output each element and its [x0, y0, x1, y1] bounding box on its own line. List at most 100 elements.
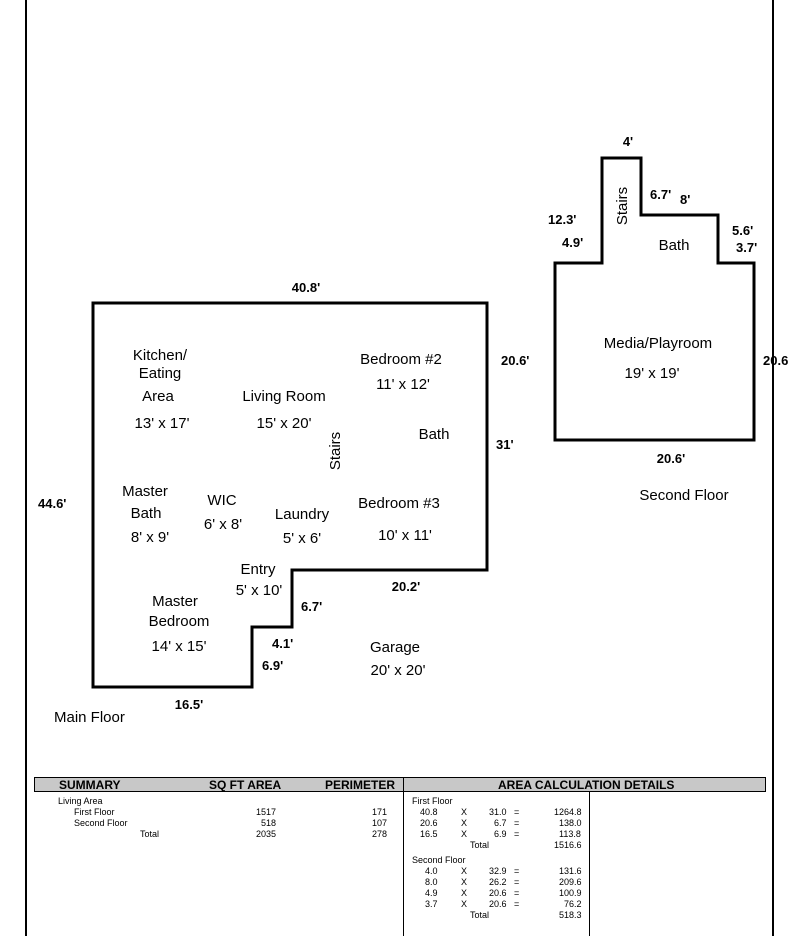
media-playroom-label: Media/Playroom [604, 335, 712, 352]
kitchen-label-3: Area [142, 388, 174, 405]
calc-b: 6.7 [494, 818, 507, 828]
second-dim-right-step-small: 3.7' [736, 240, 757, 255]
calc-b: 20.6 [489, 888, 507, 898]
calc-result: 113.8 [559, 829, 581, 839]
living-room-size: 15' x 20' [257, 415, 312, 432]
main-dim-left: 44.6' [38, 496, 66, 511]
kitchen-label-1: Kitchen/ [133, 347, 188, 364]
calc-x: X [461, 866, 468, 876]
bedroom3-size: 10' x 11' [378, 527, 432, 544]
entry-size: 5' x 10' [236, 582, 283, 599]
main-dim-right: 31' [496, 437, 514, 452]
second-stairs-label: Stairs [614, 187, 631, 225]
summary-row-total-name: Total [140, 829, 160, 839]
calc-eq: = [514, 866, 520, 876]
calc-a: 3.7 [425, 899, 438, 909]
calc-result: 138.0 [559, 818, 582, 828]
calc-x: X [461, 899, 468, 909]
calc-result: 131.6 [559, 866, 582, 876]
calc-eq: = [514, 818, 520, 828]
perimeter-header: PERIMETER [325, 778, 396, 792]
laundry-label: Laundry [275, 506, 330, 523]
calc-x: X [461, 877, 468, 887]
entry-label: Entry [240, 561, 276, 578]
media-playroom-size: 19' x 19' [625, 365, 680, 382]
laundry-size: 5' x 6' [283, 530, 321, 547]
summary-header-row: SUMMARY SQ FT AREA PERIMETER AREA CALCUL… [34, 777, 766, 792]
details-second-floor-title: Second Floor [412, 855, 466, 865]
calc-eq: = [514, 899, 520, 909]
second-floor-outline [553, 156, 756, 442]
second-dim-right-step: 6.7' [650, 187, 671, 202]
calc-eq: = [514, 888, 520, 898]
calc-result: 100.9 [559, 888, 582, 898]
main-dim-bottom: 16.5' [175, 697, 203, 712]
second-dim-top: 4' [623, 134, 633, 149]
calc-x: X [461, 818, 468, 828]
second-dim-bath-top: 8' [680, 192, 690, 207]
summary-row-total-perimeter: 278 [372, 829, 388, 839]
garage-label: Garage [370, 639, 420, 656]
kitchen-label-2: Eating [139, 365, 182, 382]
calc-a: 16.5 [420, 829, 438, 839]
calc-eq: = [514, 807, 520, 817]
details-divider [589, 792, 590, 936]
summary-body: Living Area First Floor 1517 171 Second … [34, 792, 766, 936]
master-bedroom-label-2: Bedroom [149, 613, 210, 630]
second-dim-side-right: 20.6 [763, 353, 788, 368]
main-dim-top: 40.8' [292, 280, 320, 295]
summary-header: SUMMARY [59, 778, 121, 792]
bedroom2-size: 11' x 12' [376, 376, 430, 393]
details-first-floor-total-label: Total [470, 840, 490, 850]
calc-a: 40.8 [420, 807, 438, 817]
calc-x: X [461, 829, 468, 839]
summary-row-second-floor-name: Second Floor [74, 818, 128, 828]
main-floor-outline [91, 301, 489, 689]
sqft-header: SQ FT AREA [209, 778, 282, 792]
second-bath-label: Bath [659, 237, 690, 254]
main-dim-step-lower: 6.9' [262, 658, 283, 673]
summary-row-first-floor-area: 1517 [256, 807, 277, 817]
bedroom3-label: Bedroom #3 [358, 495, 440, 512]
summary-row-first-floor-name: First Floor [74, 807, 115, 817]
main-floor-title: Main Floor [54, 709, 125, 726]
calc-a: 4.0 [425, 866, 438, 876]
calc-b: 6.9 [494, 829, 507, 839]
calc-x: X [461, 888, 468, 898]
calc-b: 26.2 [489, 877, 507, 887]
details-header: AREA CALCULATION DETAILS [498, 778, 675, 792]
summary-row-second-floor-perimeter: 107 [372, 818, 388, 828]
calc-eq: = [514, 829, 520, 839]
master-bath-size: 8' x 9' [131, 529, 169, 546]
calc-b: 31.0 [489, 807, 507, 817]
calc-result: 76.2 [564, 899, 582, 909]
details-second-floor-total: 518.3 [559, 910, 582, 920]
main-dim-step-small: 4.1' [272, 636, 293, 651]
calc-result: 1264.8 [554, 807, 582, 817]
summary-row-first-floor-perimeter: 171 [372, 807, 388, 817]
summary-table: SUMMARY SQ FT AREA PERIMETER AREA CALCUL… [34, 777, 766, 936]
calc-b: 20.6 [489, 899, 507, 909]
calc-result: 209.6 [559, 877, 582, 887]
details-first-floor-total: 1516.6 [554, 840, 582, 850]
summary-divider [403, 777, 404, 936]
master-bath-label-1: Master [122, 483, 168, 500]
summary-row-total-area: 2035 [256, 829, 277, 839]
details-second-floor-total-label: Total [470, 910, 490, 920]
calc-eq: = [514, 877, 520, 887]
master-bedroom-label-1: Master [152, 593, 198, 610]
living-area-label: Living Area [58, 796, 103, 806]
calc-a: 20.6 [420, 818, 438, 828]
second-floor-title: Second Floor [639, 487, 728, 504]
master-bath-label-2: Bath [131, 505, 162, 522]
living-room-label: Living Room [242, 388, 325, 405]
calc-a: 8.0 [425, 877, 438, 887]
bedroom2-label: Bedroom #2 [360, 351, 442, 368]
calc-a: 4.9 [425, 888, 438, 898]
garage-size: 20' x 20' [371, 662, 426, 679]
main-dim-step-vertical: 6.7' [301, 599, 322, 614]
calc-b: 32.9 [489, 866, 507, 876]
calc-x: X [461, 807, 468, 817]
second-dim-bottom: 20.6' [657, 451, 685, 466]
wic-label: WIC [207, 492, 236, 509]
